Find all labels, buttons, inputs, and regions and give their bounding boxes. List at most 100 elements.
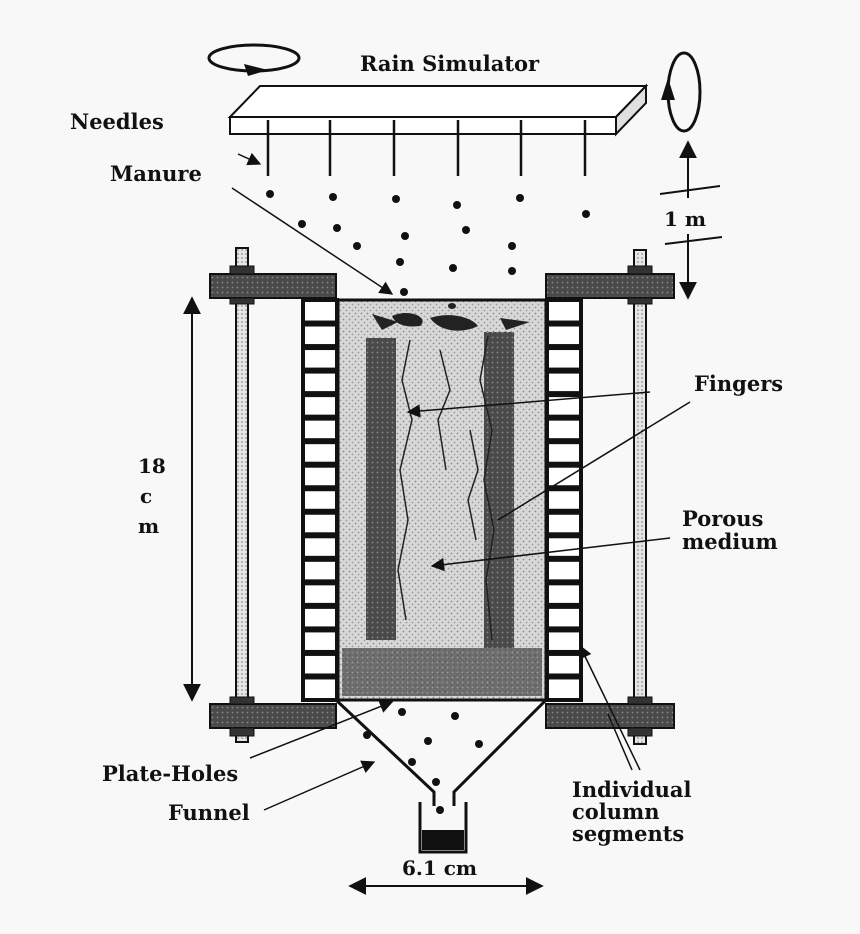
porous-medium-label-line1: Porous [682, 506, 764, 531]
segment-divider [303, 320, 337, 327]
drop [424, 737, 432, 745]
porous-medium-label-line2: medium [682, 529, 778, 554]
segment-divider [547, 320, 581, 327]
fingers-leader-2 [497, 401, 691, 521]
left-threaded-rod [235, 247, 249, 743]
drop [298, 220, 306, 228]
drop [396, 258, 404, 266]
top-left-plate [209, 273, 337, 299]
drop [449, 264, 457, 272]
segment-divider [547, 508, 581, 515]
horizontal-rotation-icon [207, 43, 301, 76]
height-label-line3: m [138, 514, 160, 538]
segments-leader-1 [579, 644, 641, 771]
manure-layer [372, 303, 530, 331]
drop [353, 242, 361, 250]
segment-divider [303, 391, 337, 398]
drop [462, 226, 470, 234]
width-label: 6.1 cm [402, 856, 478, 880]
drop [333, 224, 341, 232]
segment-frame [545, 298, 583, 702]
bottom-left-plate [209, 703, 337, 729]
segment-divider [303, 438, 337, 445]
drop [582, 210, 590, 218]
drop [329, 193, 337, 201]
segment-divider [547, 555, 581, 562]
drop [508, 267, 516, 275]
drop [392, 195, 400, 203]
segment-divider [303, 485, 337, 492]
segment-divider [303, 602, 337, 609]
segment-divider [547, 438, 581, 445]
segments-label-line3: segments [572, 821, 685, 846]
leader-lines [231, 152, 691, 811]
segment-divider [303, 649, 337, 656]
segments-leader-2 [607, 713, 633, 771]
drop [400, 288, 408, 296]
rod-nuts [229, 265, 653, 737]
collection-beaker [418, 802, 468, 854]
right-threaded-rod [633, 249, 647, 745]
segment-divider [303, 626, 337, 633]
vertical-rotation-icon [661, 51, 702, 133]
drop [475, 740, 483, 748]
drop [398, 708, 406, 716]
segment-frame [301, 298, 339, 702]
drop [408, 758, 416, 766]
falling-drops [266, 190, 590, 814]
segments-label-line2: column [572, 799, 660, 824]
drop [451, 712, 459, 720]
needles-label: Needles [70, 109, 164, 134]
drop [432, 778, 440, 786]
drop [453, 201, 461, 209]
needles-leader [237, 152, 262, 166]
manure-leader [231, 187, 394, 295]
segment-divider [547, 367, 581, 374]
bottom-sediment [342, 648, 542, 696]
segment-divider [547, 344, 581, 351]
segment-divider [303, 367, 337, 374]
segment-divider [547, 579, 581, 586]
segments-label-line1: Individual [572, 777, 692, 802]
height-label-line1: 18 [138, 454, 166, 478]
segment-divider [547, 649, 581, 656]
rain-simulator-bar [227, 83, 649, 137]
plate-holes-leader [249, 700, 394, 759]
drop [401, 232, 409, 240]
left-column-segments [301, 298, 339, 702]
segment-divider [303, 344, 337, 351]
needles [266, 120, 587, 176]
fingers-leader-1 [406, 391, 651, 418]
top-right-plate [545, 273, 675, 299]
drop [436, 806, 444, 814]
segment-divider [303, 673, 337, 680]
segment-divider [547, 673, 581, 680]
core-right-strip [484, 332, 514, 648]
segment-divider [547, 485, 581, 492]
right-column-segments [545, 298, 583, 702]
drop-height-label: 1 m [664, 207, 707, 231]
drop [508, 242, 516, 250]
drop [516, 194, 524, 202]
plate-holes-label: Plate-Holes [102, 761, 239, 786]
segment-divider [303, 508, 337, 515]
height-label-line2: c [140, 484, 153, 508]
porous-medium-leader [430, 537, 671, 572]
segment-divider [547, 532, 581, 539]
funnel-label: Funnel [168, 800, 250, 825]
segment-divider [547, 626, 581, 633]
funnel-leader [263, 760, 376, 811]
segment-divider [547, 602, 581, 609]
segment-divider [303, 532, 337, 539]
fingers-label: Fingers [694, 371, 784, 396]
segment-divider [303, 414, 337, 421]
segment-divider [547, 461, 581, 468]
funnel [334, 698, 548, 806]
segment-divider [547, 414, 581, 421]
fingers [397, 335, 495, 641]
segment-divider [303, 555, 337, 562]
rain-simulator-label: Rain Simulator [360, 51, 540, 76]
segment-divider [547, 391, 581, 398]
